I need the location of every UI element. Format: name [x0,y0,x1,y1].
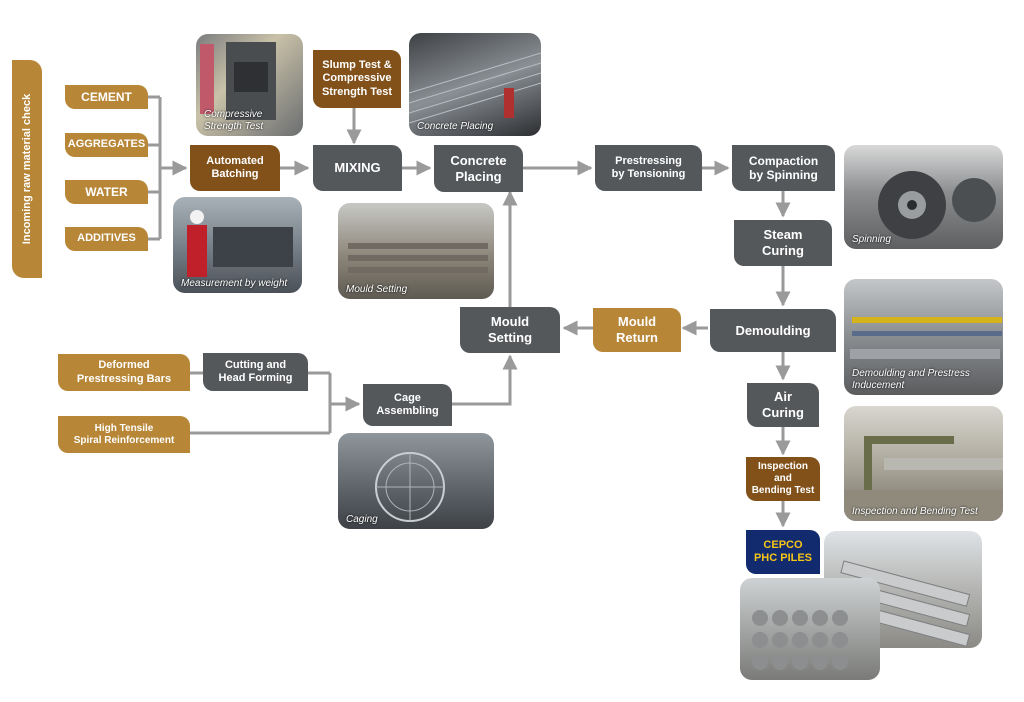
caption-concrete-placing: Concrete Placing [417,120,494,132]
automated-batching-box: Automated Batching [190,145,280,191]
demoulding-photo: Demoulding and Prestress Inducement [844,279,1003,395]
cage-assembling-box: Cage Assembling [363,384,452,426]
caption-caging: Caging [346,513,378,525]
caption-inspection: Inspection and Bending Test [852,505,978,517]
incoming-raw-material-label: Incoming raw material check [12,60,42,278]
slump-test-box: Slump Test & Compressive Strength Test [313,50,401,108]
prestressing-box: Prestressing by Tensioning [595,145,702,191]
press-machine-icon [200,42,276,120]
crane-icon [850,317,1002,359]
deformed-bars-box: Deformed Prestressing Bars [58,354,190,391]
spinning-wheels-icon [878,171,996,239]
caption-demoulding: Demoulding and Prestress Inducement [852,368,970,391]
raw-material-cement: CEMENT [65,85,148,109]
operator-console-icon [187,210,293,277]
rebar-cage-icon [409,52,541,124]
concrete-placing-box: Concrete Placing [434,145,523,192]
piles-photo-left [740,578,880,680]
mould-return-box: Mould Return [593,308,681,352]
cutting-box: Cutting and Head Forming [203,353,308,391]
mixing-box: MIXING [313,145,402,191]
pile-ends-icon [752,610,848,670]
moulds-icon [348,243,488,273]
raw-material-aggregates: AGGREGATES [65,133,148,157]
caption-spinning: Spinning [852,233,891,245]
bending-rig-icon [844,436,1003,521]
caption-mould-setting: Mould Setting [346,283,408,295]
compaction-box: Compaction by Spinning [732,145,835,191]
measurement-photo: Measurement by weight [173,197,302,293]
compressive-strength-photo: Compressive Strength Test [196,34,303,136]
inspection-photo: Inspection and Bending Test [844,406,1003,521]
concrete-placing-photo: Concrete Placing [409,33,541,136]
cepco-phc-piles-box: CEPCO PHC PILES [746,530,820,574]
steam-curing-box: Steam Curing [734,220,832,266]
spiral-cage-icon [375,452,445,522]
air-curing-box: Air Curing [747,383,819,427]
mould-setting-photo: Mould Setting [338,203,494,299]
inspection-box: Inspection and Bending Test [746,457,820,501]
raw-material-additives: ADDITIVES [65,227,148,251]
mould-setting-box: Mould Setting [460,307,560,353]
caption-measurement: Measurement by weight [181,277,288,289]
caging-photo: Caging [338,433,494,529]
raw-material-water: WATER [65,180,148,204]
high-tensile-box: High Tensile Spiral Reinforcement [58,416,190,453]
caption-compressive: Compressive Strength Test [204,109,264,132]
spinning-photo: Spinning [844,145,1003,249]
demoulding-box: Demoulding [710,309,836,352]
side-label-text: Incoming raw material check [21,93,33,245]
